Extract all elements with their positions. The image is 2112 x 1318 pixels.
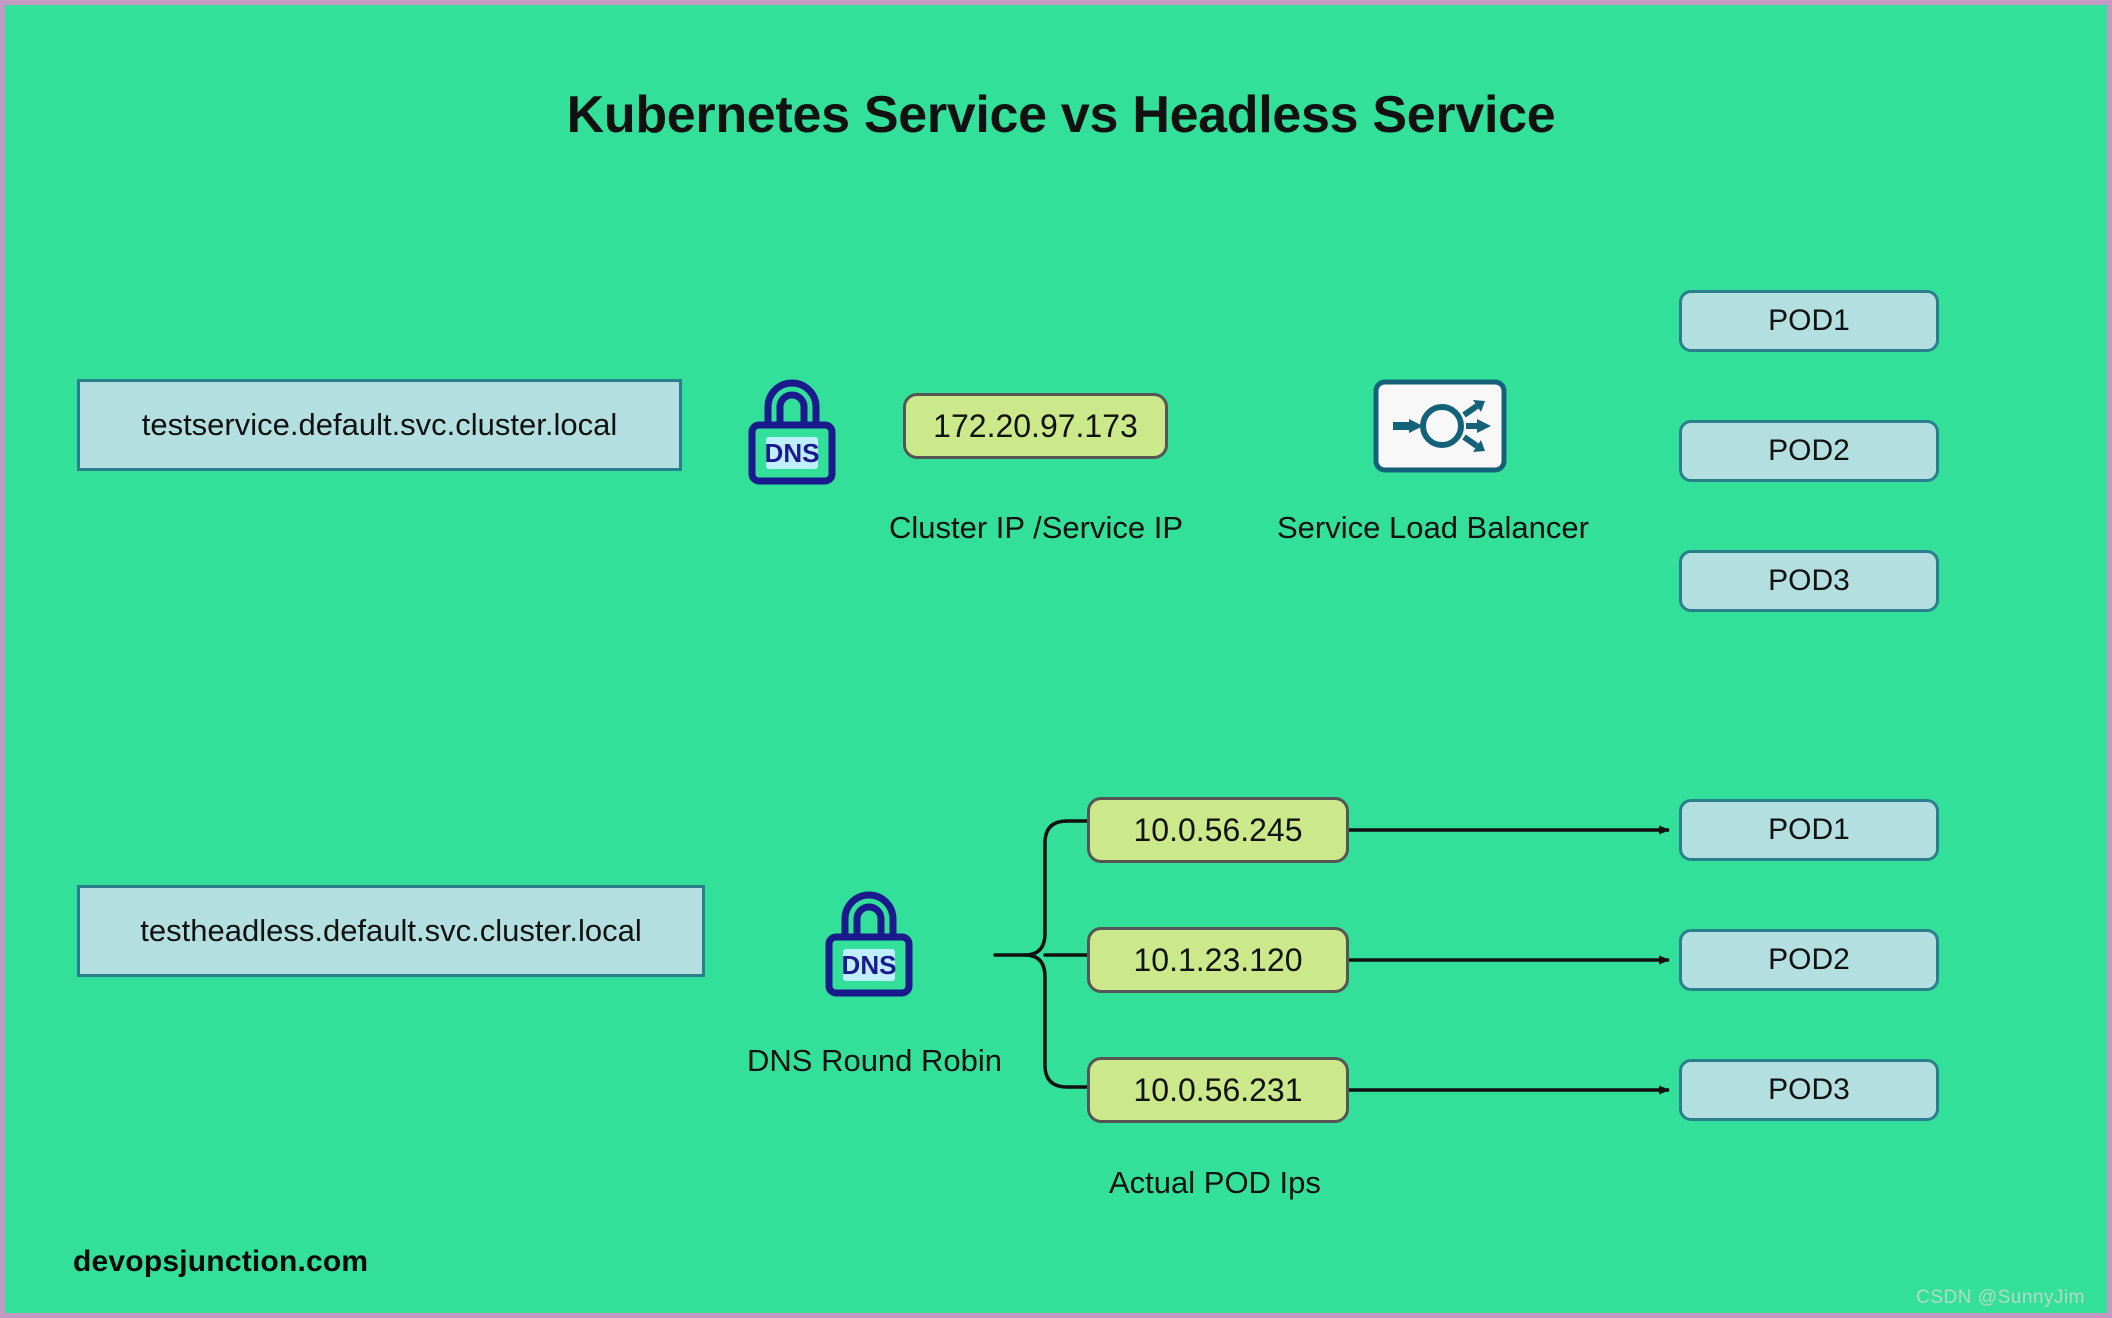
service-name-box-bottom[interactable]: testheadless.default.svc.cluster.local [77,885,705,977]
pod-ip-box-3[interactable]: 10.0.56.231 [1087,1057,1349,1123]
dns-padlock-icon-bottom[interactable]: DNS [817,887,921,1004]
pod-box-top-3[interactable]: POD3 [1679,550,1939,612]
pod-ip-box-1[interactable]: 10.0.56.245 [1087,797,1349,863]
pod-box-bottom-3[interactable]: POD3 [1679,1059,1939,1121]
dns-round-robin-caption: DNS Round Robin [747,1043,1003,1078]
cluster-ip-caption: Cluster IP /Service IP [889,510,1184,545]
dns-round-robin-brace [993,819,1089,1089]
pod-box-bottom-1[interactable]: POD1 [1679,799,1939,861]
pod-box-bottom-2[interactable]: POD2 [1679,929,1939,991]
connector-layer [993,819,1670,1095]
watermark: CSDN @SunnyJim [1916,1287,2085,1308]
page-title: Kubernetes Service vs Headless Service [566,86,1556,144]
dns-icon-label: DNS [765,438,820,468]
pod-box-top-2[interactable]: POD2 [1679,420,1939,482]
actual-pod-ips-caption: Actual POD Ips [1109,1165,1321,1200]
service-name-box-top[interactable]: testservice.default.svc.cluster.local [77,379,682,471]
pod-box-top-1[interactable]: POD1 [1679,290,1939,352]
load-balancer-caption: Service Load Balancer [1277,510,1589,545]
dns-padlock-icon[interactable]: DNS [740,375,844,492]
service-load-balancer-icon[interactable] [1373,379,1507,478]
footer-brand: devopsjunction.com [73,1245,369,1278]
cluster-ip-box[interactable]: 172.20.97.173 [903,393,1168,459]
ip-to-pod-arrows [1349,825,1670,1095]
dns-icon-label: DNS [842,950,897,980]
pod-ip-box-2[interactable]: 10.1.23.120 [1087,927,1349,993]
